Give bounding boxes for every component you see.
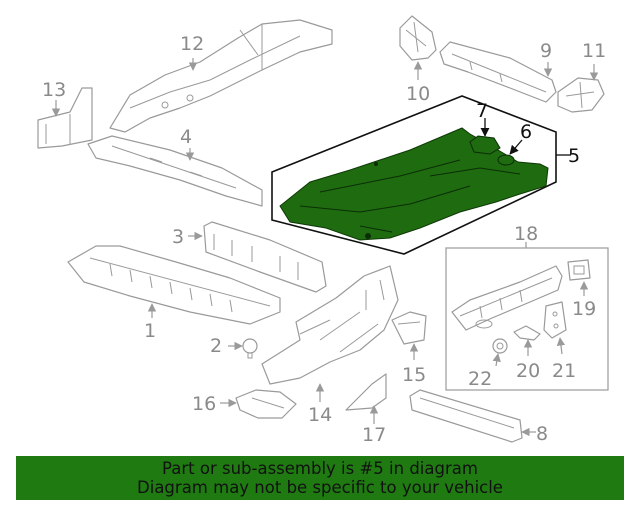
part-17-panel[interactable] [345, 373, 387, 411]
callout-11: 11 [582, 40, 606, 62]
callout-4: 4 [180, 126, 192, 148]
part-1-floor[interactable] [67, 245, 281, 325]
callout-17: 17 [362, 424, 386, 446]
leader-22 [492, 353, 501, 367]
banner-line-1: Part or sub-assembly is #5 in diagram [162, 459, 478, 478]
callout-1: 1 [144, 320, 156, 342]
part-9-reinforcement[interactable] [439, 41, 557, 103]
part-13-panel[interactable] [37, 87, 93, 149]
part-5-floor-pan[interactable] [279, 127, 549, 241]
callout-18: 18 [514, 223, 538, 245]
part-19-block[interactable] [567, 259, 591, 281]
callout-14: 14 [308, 404, 332, 426]
callout-6: 6 [520, 121, 532, 143]
part-14-rail[interactable] [261, 265, 399, 385]
callout-12: 12 [180, 33, 204, 55]
part-8-rocker[interactable] [409, 389, 523, 443]
part-18-rail[interactable] [451, 265, 563, 331]
part-21-plate[interactable] [543, 301, 567, 339]
callout-8: 8 [536, 423, 548, 445]
part-12-rail[interactable] [109, 19, 333, 133]
part-10-bracket[interactable] [399, 15, 437, 61]
callout-5: 5 [568, 145, 580, 167]
leader-6 [509, 139, 523, 155]
callout-2: 2 [210, 335, 222, 357]
part-22-nut[interactable] [492, 338, 508, 354]
part-16-bracket[interactable] [235, 389, 297, 419]
callout-7: 7 [476, 100, 488, 122]
part-11-bracket[interactable] [557, 77, 605, 113]
banner-line-2: Diagram may not be specific to your vehi… [137, 478, 503, 497]
callout-9: 9 [540, 40, 552, 62]
callout-15: 15 [402, 364, 426, 386]
part-3-crossmember[interactable] [203, 221, 327, 293]
part-7-bracket[interactable] [469, 135, 501, 155]
part-4-crossmember[interactable] [87, 135, 263, 207]
part-15-bracket[interactable] [391, 311, 427, 345]
callout-22: 22 [468, 368, 492, 390]
part-6-plug[interactable] [497, 154, 515, 166]
callout-3: 3 [172, 226, 184, 248]
leader-21 [556, 337, 566, 355]
info-banner: Part or sub-assembly is #5 in diagram Di… [16, 456, 624, 500]
part-20-bracket[interactable] [513, 325, 541, 341]
callout-20: 20 [516, 360, 540, 382]
parts-diagram: 12 13 4 10 9 11 5 [37, 15, 609, 446]
callout-21: 21 [552, 360, 576, 382]
part-2-bolt[interactable] [242, 338, 258, 359]
callout-16: 16 [192, 393, 216, 415]
callout-10: 10 [406, 83, 430, 105]
callout-19: 19 [572, 298, 596, 320]
callout-13: 13 [42, 79, 66, 101]
